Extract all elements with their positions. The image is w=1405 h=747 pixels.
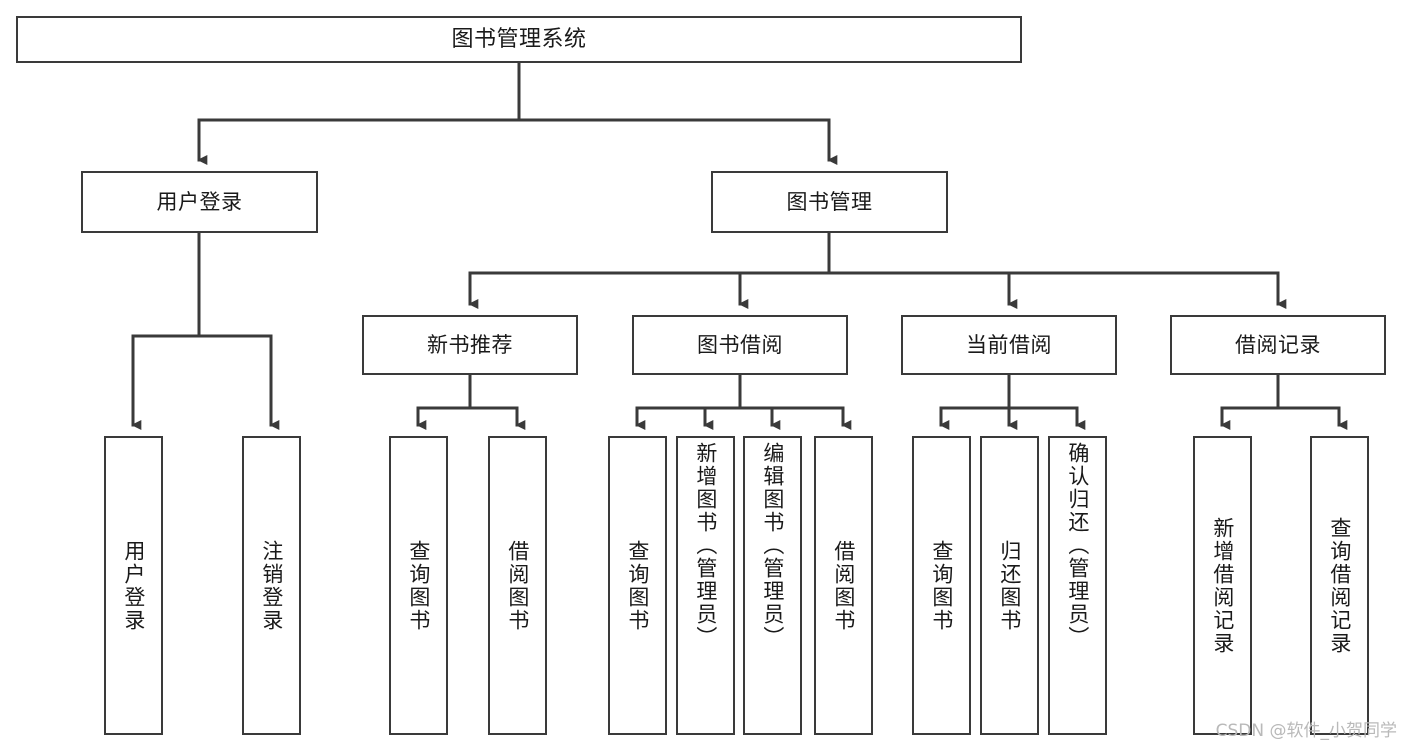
- leaf-user-login[interactable]: 用户登录: [104, 436, 163, 735]
- node-label: 新增借阅记录: [1210, 516, 1235, 655]
- node-label: 查询图书: [929, 539, 954, 632]
- node-label: 归还图书: [997, 539, 1022, 632]
- node-user-login[interactable]: 用户登录: [81, 171, 318, 233]
- node-label: 注销登录: [259, 539, 284, 632]
- leaf-add-book-admin[interactable]: 新增图书（管理员）: [676, 436, 735, 735]
- node-label: 用户登录: [121, 539, 146, 632]
- csdn-watermark: CSDN @软件_小贺同学: [1215, 721, 1397, 741]
- node-label: 图书管理系统: [451, 26, 587, 52]
- node-label: 查询图书: [406, 539, 431, 632]
- node-new-book-recommend[interactable]: 新书推荐: [362, 315, 578, 375]
- leaf-query-book-current[interactable]: 查询图书: [912, 436, 971, 735]
- node-label: 确认归还（管理员）: [1065, 442, 1090, 649]
- leaf-borrow-book-new[interactable]: 借阅图书: [488, 436, 547, 735]
- node-label: 借阅记录: [1235, 332, 1321, 357]
- node-label: 新书推荐: [427, 332, 513, 357]
- leaf-query-book-new[interactable]: 查询图书: [389, 436, 448, 735]
- node-current-borrow[interactable]: 当前借阅: [901, 315, 1117, 375]
- node-label: 查询图书: [625, 539, 650, 632]
- leaf-query-borrow-record[interactable]: 查询借阅记录: [1310, 436, 1369, 735]
- leaf-user-logout[interactable]: 注销登录: [242, 436, 301, 735]
- leaf-borrow-book[interactable]: 借阅图书: [814, 436, 873, 735]
- leaf-query-book-borrow[interactable]: 查询图书: [608, 436, 667, 735]
- leaf-return-book[interactable]: 归还图书: [980, 436, 1039, 735]
- node-label: 借阅图书: [505, 539, 530, 632]
- node-label: 新增图书（管理员）: [693, 442, 718, 649]
- leaf-add-borrow-record[interactable]: 新增借阅记录: [1193, 436, 1252, 735]
- node-label: 图书管理: [786, 189, 873, 214]
- node-label: 借阅图书: [831, 539, 856, 632]
- leaf-edit-book-admin[interactable]: 编辑图书（管理员）: [743, 436, 802, 735]
- node-borrow-records[interactable]: 借阅记录: [1170, 315, 1386, 375]
- node-book-management[interactable]: 图书管理: [711, 171, 948, 233]
- node-label: 编辑图书（管理员）: [760, 442, 785, 649]
- node-label: 用户登录: [156, 189, 243, 214]
- leaf-confirm-return-admin[interactable]: 确认归还（管理员）: [1048, 436, 1107, 735]
- node-label: 图书借阅: [697, 332, 783, 357]
- node-book-borrow[interactable]: 图书借阅: [632, 315, 848, 375]
- node-root-system[interactable]: 图书管理系统: [16, 16, 1022, 63]
- node-label: 当前借阅: [966, 332, 1052, 357]
- node-label: 查询借阅记录: [1327, 516, 1352, 655]
